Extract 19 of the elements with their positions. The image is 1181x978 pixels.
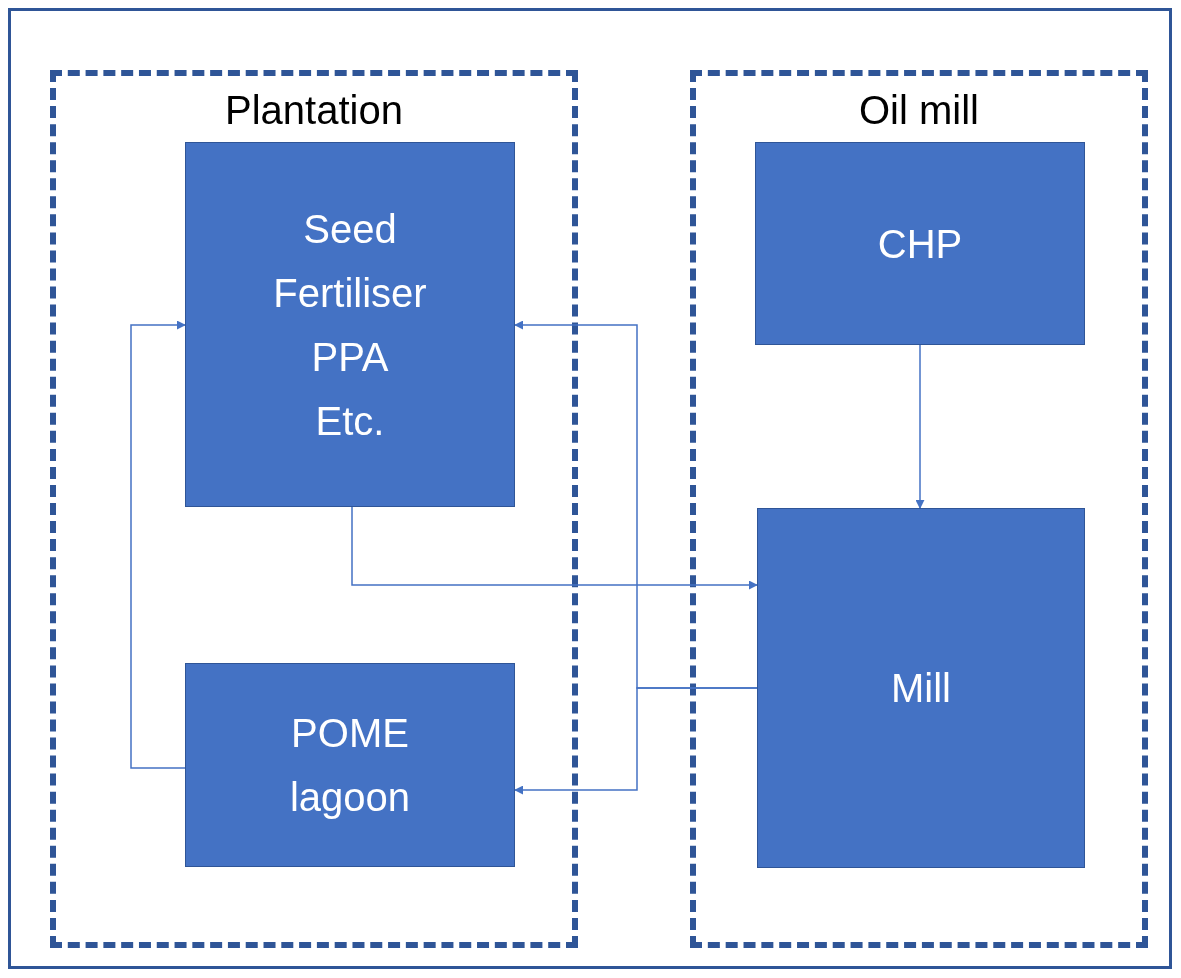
box-text: CHP [877,220,963,268]
group-heading: Oil mill [859,88,979,132]
group-heading: Plantation [225,88,403,132]
process-box [755,142,1085,345]
dashed-group-frame [690,70,1148,948]
dashed-group-frame [50,70,578,948]
box-text: Etc. [315,397,385,445]
connector-arrow [514,687,758,795]
connector-arrow [351,506,758,590]
connector-arrow [130,320,186,769]
box-text: Seed [303,205,397,253]
process-box [185,663,515,867]
box-text: Mill [891,665,951,712]
process-box [757,508,1085,868]
box-text: POME lagoon [288,710,412,821]
box-text: PPA [311,333,389,381]
box-text: Fertiliser [273,269,427,317]
connector-arrow [915,344,925,509]
process-box [185,142,515,507]
